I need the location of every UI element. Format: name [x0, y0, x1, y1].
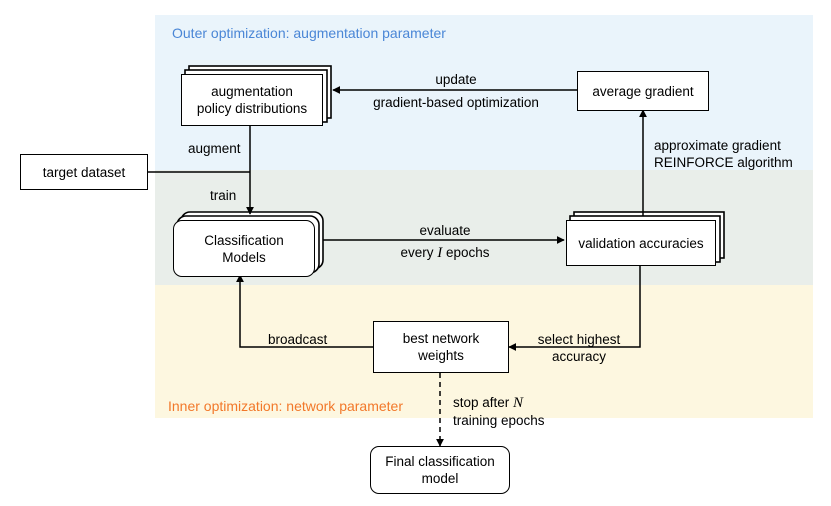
best-network-weights-line2: weights — [418, 348, 464, 363]
average-gradient-node: average gradient — [577, 71, 709, 111]
best-network-weights-node: best network weights — [373, 321, 509, 373]
update-label-line2: gradient-based optimization — [373, 95, 539, 110]
broadcast-arrow — [236, 274, 373, 348]
evaluate-suffix: epochs — [442, 245, 490, 260]
target-dataset-node: target dataset — [20, 154, 148, 190]
select-highest-arrow — [508, 260, 641, 351]
approximate-gradient-line2: REINFORCE algorithm — [654, 155, 793, 170]
final-model-line1: Final classification — [385, 454, 495, 469]
approximate-gradient-label: approximate gradient REINFORCE algorithm — [654, 137, 793, 171]
classification-models-line1: Classification — [204, 232, 284, 248]
select-highest-line2: accuracy — [551, 349, 607, 364]
stop-after-label: stop after N training epochs — [453, 394, 545, 429]
broadcast-label: broadcast — [268, 332, 328, 347]
augment-label: augment — [188, 141, 241, 156]
evaluate-variable: I — [437, 245, 443, 261]
evaluate-label-line2: every I epochs — [380, 244, 510, 262]
gradient-based-label: gradient-based optimization — [356, 94, 556, 111]
stop-after-line1: stop after N — [453, 394, 545, 412]
average-gradient-label: average gradient — [592, 83, 694, 99]
update-label: update — [356, 71, 556, 88]
select-highest-line1: select highest — [537, 332, 621, 347]
validation-accuracies-node: validation accuracies — [566, 220, 716, 266]
stop-after-variable: N — [513, 395, 524, 411]
stop-after-line2: training epochs — [453, 413, 545, 428]
augmentation-policy-line2: policy distributions — [196, 101, 308, 116]
validation-accuracies-label: validation accuracies — [578, 235, 704, 251]
inner-optimization-title: Inner optimization: network parameter — [168, 398, 403, 414]
update-label-line1: update — [435, 72, 477, 87]
train-label: train — [210, 188, 237, 203]
evaluate-prefix: every — [400, 245, 438, 260]
outer-optimization-title: Outer optimization: augmentation paramet… — [172, 25, 446, 41]
select-highest-label: select highest accuracy — [524, 331, 634, 365]
augmentation-policy-node: augmentation policy distributions — [181, 74, 323, 126]
stop-after-prefix: stop after — [453, 395, 514, 410]
target-dataset-label: target dataset — [42, 164, 126, 180]
best-network-weights-line1: best network — [402, 331, 480, 346]
classification-models-node: Classification Models — [173, 220, 315, 277]
final-model-node: Final classification model — [370, 446, 510, 494]
evaluate-label-line1: evaluate — [419, 223, 471, 238]
classification-models-line2: Models — [222, 249, 266, 265]
approximate-gradient-line1: approximate gradient — [654, 138, 781, 153]
final-model-line2: model — [421, 471, 459, 486]
augmentation-policy-line1: augmentation — [211, 84, 293, 99]
